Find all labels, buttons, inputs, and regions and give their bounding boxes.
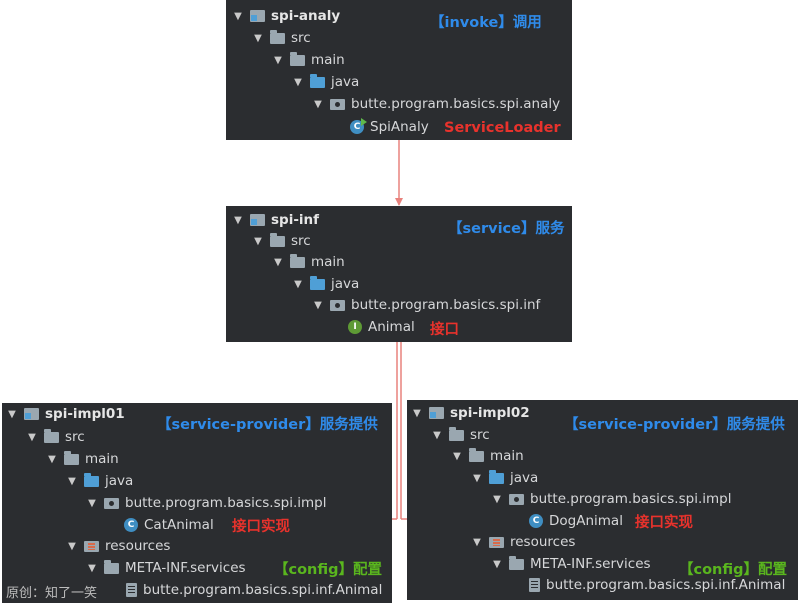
tree-row-main[interactable]: ▼ main bbox=[451, 445, 524, 467]
triangle-down-icon[interactable]: ▼ bbox=[234, 10, 242, 22]
tree-row-service-file[interactable]: butte.program.basics.spi.inf.Animal bbox=[529, 574, 785, 596]
folder-icon bbox=[469, 447, 484, 462]
triangle-down-icon[interactable]: ▼ bbox=[234, 214, 242, 226]
source-folder-icon bbox=[310, 73, 325, 88]
tree-row-module[interactable]: ▼ spi-inf bbox=[232, 209, 319, 231]
panel-spi-analy: ▼ spi-analy ▼ src ▼ main ▼ java ▼ butte.… bbox=[226, 0, 572, 140]
tree-row-module[interactable]: ▼ spi-impl02 bbox=[411, 402, 530, 424]
triangle-down-icon[interactable]: ▼ bbox=[254, 235, 262, 247]
tree-row-interface[interactable]: I Animal bbox=[348, 316, 415, 338]
tag-config: 【config】配置 bbox=[274, 562, 383, 578]
tree-row-resources[interactable]: ▼ resources bbox=[66, 535, 170, 557]
triangle-down-icon[interactable]: ▼ bbox=[68, 475, 76, 487]
folder-icon bbox=[270, 232, 285, 247]
triangle-down-icon[interactable]: ▼ bbox=[28, 431, 36, 443]
text-file-icon bbox=[126, 583, 137, 597]
class-icon: C bbox=[529, 514, 543, 528]
tree-row-package[interactable]: ▼ butte.program.basics.spi.analy bbox=[312, 93, 560, 115]
folder-icon bbox=[290, 253, 305, 268]
resources-folder-icon bbox=[84, 540, 99, 552]
triangle-down-icon[interactable]: ▼ bbox=[493, 558, 501, 570]
tree-row-src[interactable]: ▼ src bbox=[431, 424, 490, 446]
tree-row-src[interactable]: ▼ src bbox=[252, 27, 311, 49]
watermark-author: 原创：知了一笑 bbox=[6, 586, 98, 601]
tag-invoke: 【invoke】调用 bbox=[430, 15, 542, 31]
tree-row-java[interactable]: ▼ java bbox=[66, 470, 133, 492]
tree-row-module[interactable]: ▼ spi-analy bbox=[232, 5, 340, 27]
triangle-down-icon[interactable]: ▼ bbox=[68, 540, 76, 552]
note-implementation: 接口实现 bbox=[635, 515, 693, 531]
panel-spi-impl02: ▼ spi-impl02 ▼ src ▼ main ▼ java ▼ butte… bbox=[407, 400, 798, 600]
tree-row-java[interactable]: ▼ java bbox=[292, 273, 359, 295]
folder-icon bbox=[44, 428, 59, 443]
package-icon bbox=[330, 98, 345, 110]
package-icon bbox=[330, 299, 345, 311]
triangle-down-icon[interactable]: ▼ bbox=[433, 429, 441, 441]
triangle-down-icon[interactable]: ▼ bbox=[413, 407, 421, 419]
tag-service-provider: 【service-provider】服务提供 bbox=[564, 417, 785, 433]
resources-folder-icon bbox=[489, 536, 504, 548]
triangle-down-icon[interactable]: ▼ bbox=[274, 54, 282, 66]
module-icon bbox=[429, 407, 444, 419]
module-icon bbox=[250, 214, 265, 226]
panel-spi-impl01: ▼ spi-impl01 ▼ src ▼ main ▼ java ▼ butte… bbox=[2, 403, 392, 603]
note-interface: 接口 bbox=[430, 322, 459, 338]
runnable-class-icon: C bbox=[350, 118, 367, 134]
tree-row-meta-inf[interactable]: ▼ META-INF.services bbox=[86, 557, 246, 579]
triangle-down-icon[interactable]: ▼ bbox=[48, 453, 56, 465]
source-folder-icon bbox=[84, 472, 99, 487]
note-implementation: 接口实现 bbox=[232, 519, 290, 535]
triangle-down-icon[interactable]: ▼ bbox=[294, 76, 302, 88]
module-icon bbox=[24, 408, 39, 420]
folder-icon bbox=[449, 426, 464, 441]
package-icon bbox=[104, 497, 119, 509]
panel-spi-inf: ▼ spi-inf ▼ src ▼ main ▼ java ▼ butte.pr… bbox=[226, 206, 572, 342]
triangle-down-icon[interactable]: ▼ bbox=[294, 278, 302, 290]
triangle-down-icon[interactable]: ▼ bbox=[88, 497, 96, 509]
tree-row-java[interactable]: ▼ java bbox=[292, 71, 359, 93]
package-icon bbox=[509, 493, 524, 505]
tree-row-java[interactable]: ▼ java bbox=[471, 467, 538, 489]
triangle-down-icon[interactable]: ▼ bbox=[88, 562, 96, 574]
triangle-down-icon[interactable]: ▼ bbox=[493, 493, 501, 505]
tree-row-src[interactable]: ▼ src bbox=[26, 426, 85, 448]
folder-icon bbox=[290, 51, 305, 66]
tag-service-provider: 【service-provider】服务提供 bbox=[157, 417, 378, 433]
tree-row-main[interactable]: ▼ main bbox=[46, 448, 119, 470]
source-folder-icon bbox=[310, 275, 325, 290]
triangle-down-icon[interactable]: ▼ bbox=[254, 32, 262, 44]
tree-row-main[interactable]: ▼ main bbox=[272, 49, 345, 71]
triangle-down-icon[interactable]: ▼ bbox=[274, 256, 282, 268]
triangle-down-icon[interactable]: ▼ bbox=[453, 450, 461, 462]
triangle-down-icon[interactable]: ▼ bbox=[473, 472, 481, 484]
tag-service: 【service】服务 bbox=[448, 221, 565, 237]
tree-row-package[interactable]: ▼ butte.program.basics.spi.impl bbox=[491, 488, 731, 510]
tree-row-package[interactable]: ▼ butte.program.basics.spi.impl bbox=[86, 492, 326, 514]
source-folder-icon bbox=[489, 469, 504, 484]
text-file-icon bbox=[529, 578, 540, 592]
tree-row-src[interactable]: ▼ src bbox=[252, 230, 311, 252]
triangle-down-icon[interactable]: ▼ bbox=[473, 536, 481, 548]
folder-icon bbox=[270, 29, 285, 44]
tree-row-resources[interactable]: ▼ resources bbox=[471, 531, 575, 553]
folder-icon bbox=[509, 555, 524, 570]
folder-icon bbox=[104, 559, 119, 574]
tree-row-main[interactable]: ▼ main bbox=[272, 251, 345, 273]
module-icon bbox=[250, 10, 265, 22]
tree-row-package[interactable]: ▼ butte.program.basics.spi.inf bbox=[312, 294, 540, 316]
tree-row-meta-inf[interactable]: ▼ META-INF.services bbox=[491, 553, 651, 575]
interface-icon: I bbox=[348, 320, 362, 334]
tree-row-service-file[interactable]: butte.program.basics.spi.inf.Animal bbox=[126, 579, 382, 601]
class-icon: C bbox=[124, 518, 138, 532]
tree-row-class[interactable]: C SpiAnaly bbox=[350, 116, 429, 138]
triangle-down-icon[interactable]: ▼ bbox=[8, 408, 16, 420]
triangle-down-icon[interactable]: ▼ bbox=[314, 299, 322, 311]
tree-row-class[interactable]: C CatAnimal bbox=[124, 514, 214, 536]
triangle-down-icon[interactable]: ▼ bbox=[314, 98, 322, 110]
tree-row-module[interactable]: ▼ spi-impl01 bbox=[6, 403, 125, 425]
note-serviceloader: ServiceLoader bbox=[444, 120, 561, 136]
folder-icon bbox=[64, 450, 79, 465]
tag-config: 【config】配置 bbox=[679, 562, 788, 578]
tree-row-class[interactable]: C DogAnimal bbox=[529, 510, 623, 532]
